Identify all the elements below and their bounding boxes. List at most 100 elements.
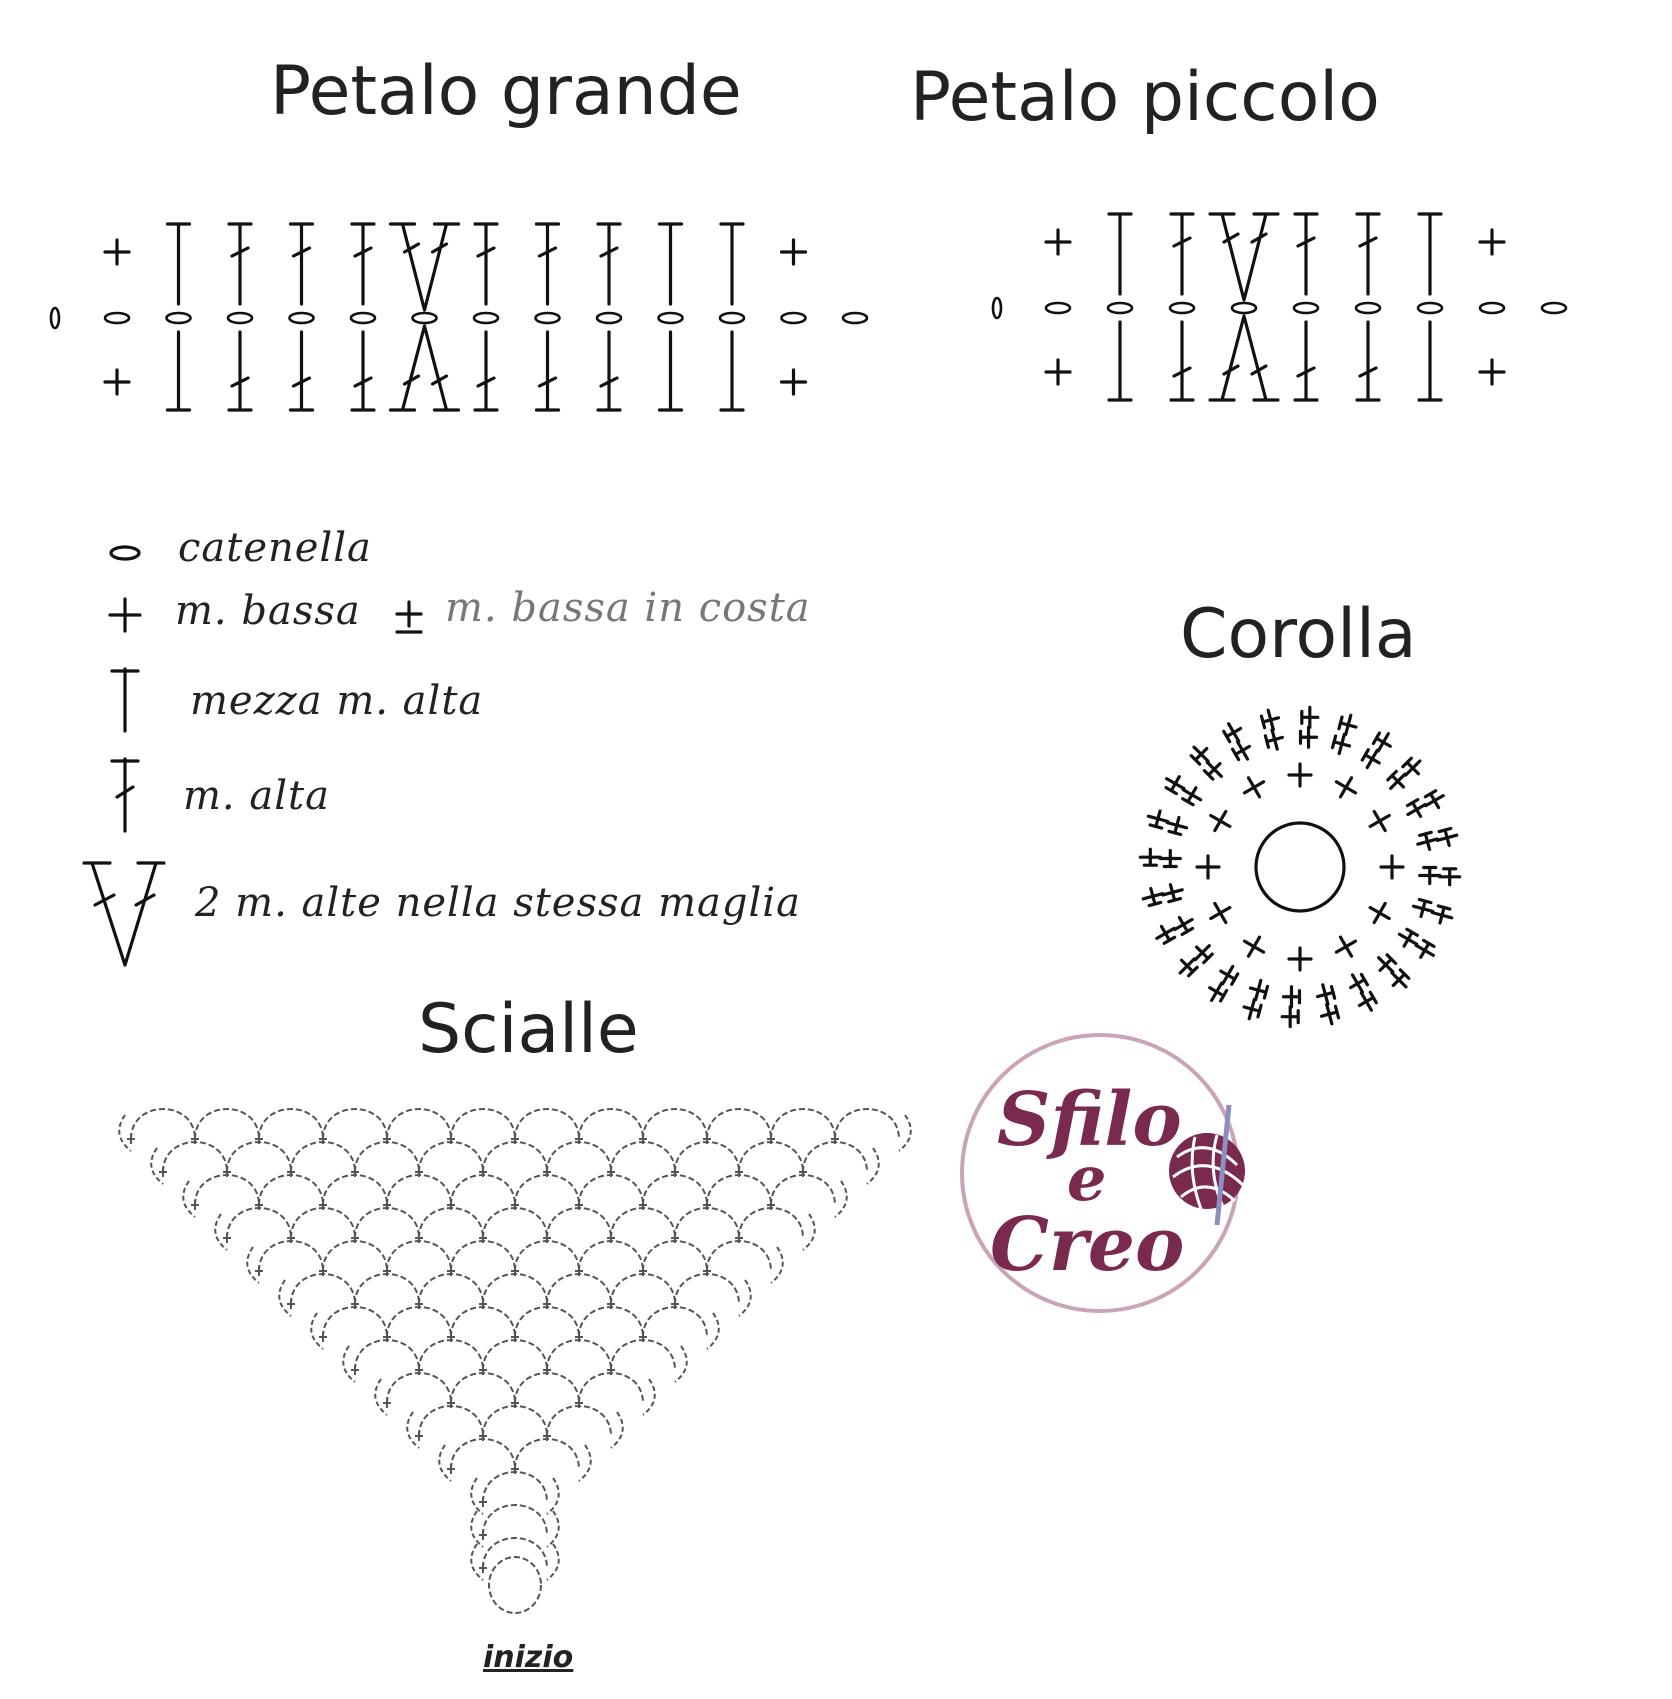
edge-chain [578,1444,592,1482]
single-crochet-stitch [319,1332,327,1342]
chain-loop [610,1273,676,1305]
shawl-start-label: inizio [483,1640,574,1675]
single-crochet-stitch [779,238,808,266]
chain-loop [482,1141,548,1173]
chain-loop [322,1240,388,1272]
double-crochet-stitch [1355,320,1381,402]
start-loop [488,1556,542,1614]
two-doubles-stitch [1208,212,1280,302]
legend-mezza-m-alta: mezza m. alta [190,678,484,724]
single-crochet-stitch [103,238,131,266]
back-loop-sc-stitch [1316,983,1337,1006]
back-loop-sc-stitch [1360,748,1381,770]
chain-stitch [1540,301,1568,315]
double-crochet-stitch [1169,320,1195,402]
chain-loop [674,1141,740,1173]
chain-loop [482,1537,548,1569]
single-crochet-stitch [1044,228,1072,256]
chain-loop [354,1141,420,1173]
edge-chain [470,1477,484,1515]
single-crochet-stitch [447,1464,455,1474]
chain-loop [450,1372,516,1404]
legend-m-alta: m. alta [183,773,330,819]
edge-chain [674,1345,688,1383]
legend-m-bassa-in-costa: m. bassa in costa [445,585,811,631]
chain-loop [610,1141,676,1173]
back-loop-sc-stitch [1193,944,1214,965]
back-loop-sc-stitch [1280,1005,1300,1029]
chain-loop [322,1306,388,1338]
chain-loop [674,1273,740,1305]
back-loop-sc-stitch [1178,957,1199,978]
petalo-grande-diagram [49,222,869,412]
chain-loop [450,1174,516,1206]
half-double-stitch [165,330,192,412]
chain-stitch [780,311,807,325]
edge-chain [342,1345,356,1383]
chain-loop [642,1174,708,1206]
chain-loop [610,1207,676,1239]
half-double-stitch [657,330,684,412]
magic-ring [1254,821,1346,913]
chain-loop [610,1339,676,1371]
edge-chain [470,1543,484,1581]
chain-loop [386,1372,452,1404]
edge-chain [546,1510,560,1548]
back-loop-sc-stitch [1161,883,1184,904]
back-loop-sc-stitch [1337,713,1358,737]
chain-loop [258,1240,324,1272]
back-loop-sc-stitch [1438,867,1462,887]
chain-loop [546,1339,612,1371]
chain-loop [578,1108,644,1140]
double-crochet-stitch [350,330,376,412]
back-loop-sc-stitch [1208,981,1229,1003]
back-loop-sc-stitch [1348,972,1370,994]
edge-chain [406,1411,420,1449]
half-double-symbol-icon [110,667,140,733]
chain-loop [706,1108,772,1140]
double-crochet-stitch [288,222,315,306]
chain-loop [706,1174,772,1206]
back-loop-sc-stitch [1281,985,1302,1009]
back-loop-sc-stitch [1230,740,1252,762]
single-crochet-stitch [1478,228,1506,256]
back-loop-sc-stitch [1141,886,1165,908]
chain-loop [706,1240,772,1272]
legend-m-bassa: m. bassa [175,588,361,634]
double-crochet-stitch [350,222,376,306]
chain-loop [578,1372,644,1404]
double-crochet-stitch [1293,320,1319,402]
edge-chain [642,1378,656,1416]
back-loop-sc-stitch [1430,904,1454,925]
plus-symbol-icon [108,597,142,633]
back-loop-sc-stitch [1418,865,1442,886]
chain-loop [738,1141,804,1173]
title-petalo-grande: Petalo grande [270,52,742,131]
double-crochet-stitch [534,330,561,412]
double-crochet-stitch [227,222,253,306]
chain-loop [194,1108,260,1140]
start-chain-stitch [991,296,1003,320]
edge-chain [866,1147,880,1185]
back-loop-sc-stitch [1371,731,1392,753]
chain-stitch [718,311,746,325]
single-crochet-stitch [1209,901,1232,925]
chain-stitch [288,311,315,325]
double-crochet-stitch [534,222,561,306]
chain-loop [546,1207,612,1239]
back-loop-sc-stitch [1158,848,1182,869]
chain-stitch [165,311,192,325]
back-loop-sc-stitch [1155,924,1177,945]
chain-loop [258,1174,324,1206]
chain-loop [802,1141,868,1173]
back-loop-sc-stitch [1242,997,1263,1021]
chain-loop [290,1141,356,1173]
chain-stitch [472,311,500,325]
two-doubles-stitch [388,324,461,412]
single-crochet-stitch [1044,358,1072,386]
two-doubles-symbol-icon [82,861,166,967]
title-scialle: Scialle [418,990,639,1069]
back-loop-sc-stitch [1202,760,1223,781]
back-loop-sc-stitch [1416,830,1439,851]
back-loop-sc-stitch [1164,775,1186,796]
